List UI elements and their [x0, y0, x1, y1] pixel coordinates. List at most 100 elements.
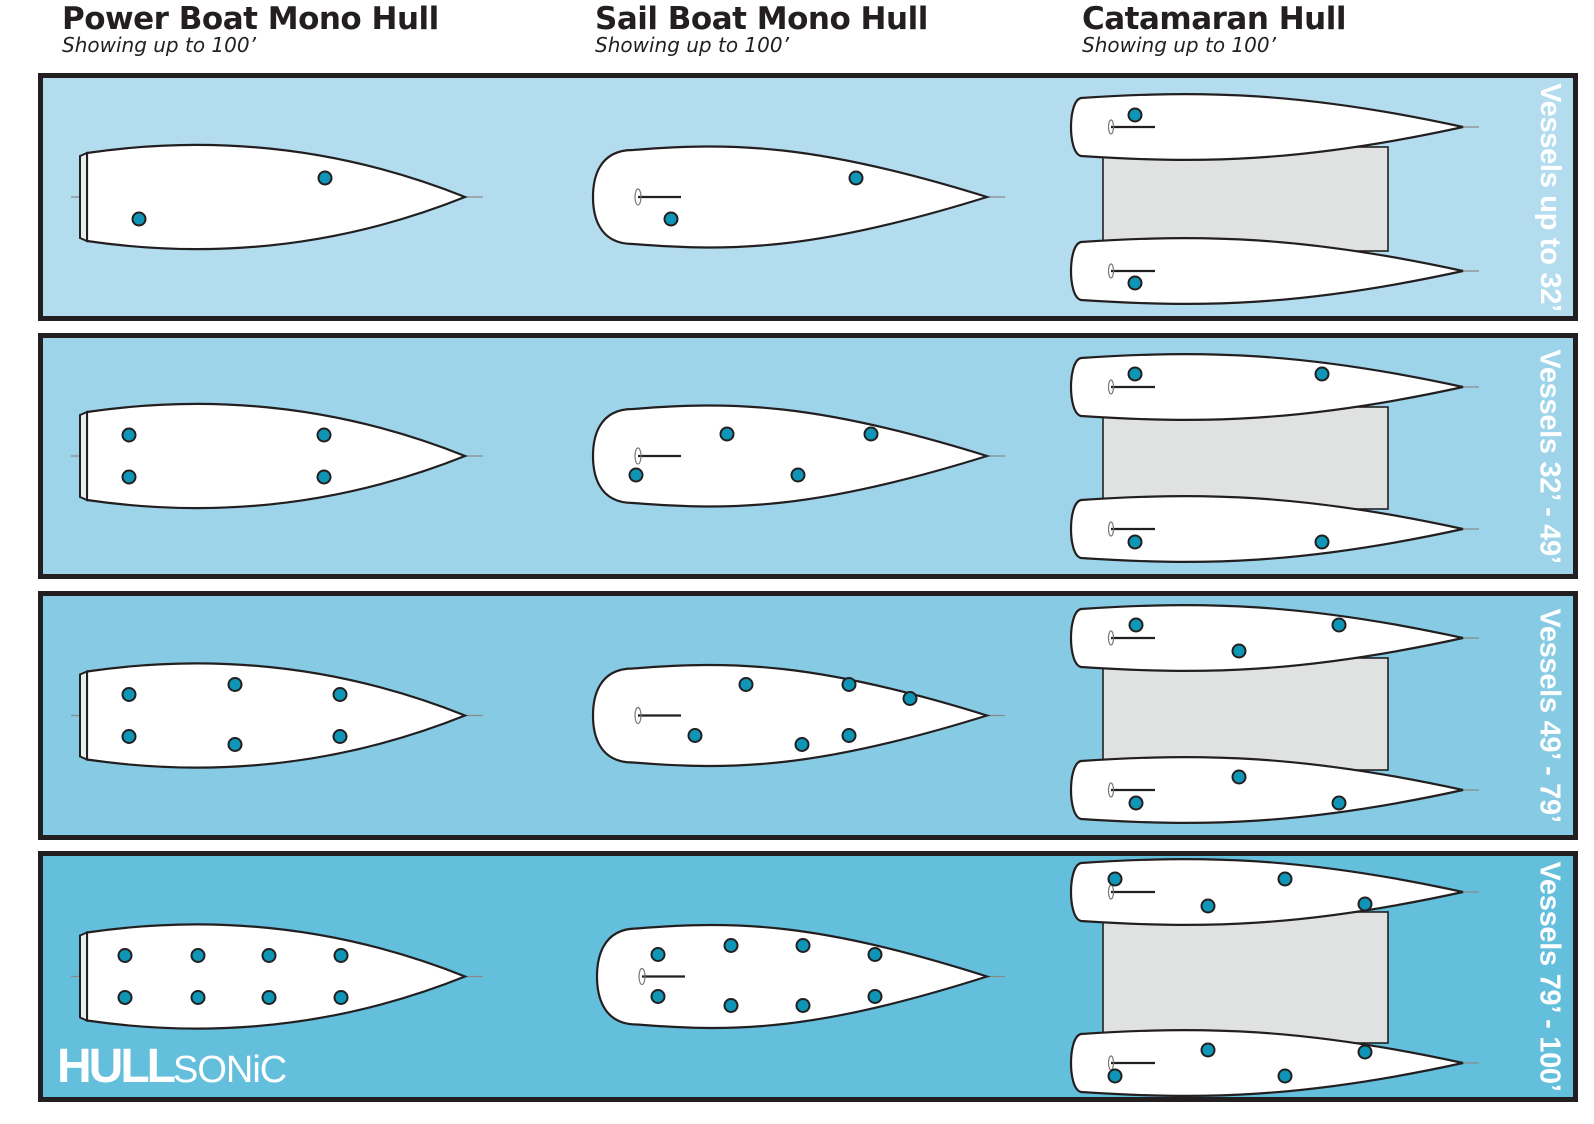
sail-hull-outline	[595, 923, 991, 1030]
catamaran-hull-outline	[1069, 756, 1464, 824]
sensor-dot	[1128, 617, 1144, 633]
bridge-deck	[1102, 146, 1389, 252]
sensor-dot	[719, 426, 735, 442]
bridge-deck	[1102, 911, 1389, 1044]
transom	[79, 151, 88, 243]
rudder	[634, 447, 642, 465]
rudder	[1107, 630, 1115, 646]
sensor-dot	[687, 728, 703, 743]
sensor-dot	[650, 947, 666, 962]
column-title: Power Boat Mono Hull	[62, 1, 439, 37]
column-header-sail-boat: Sail Boat Mono Hull Showing up to 100’	[595, 0, 928, 56]
power-boat-diagram	[71, 402, 483, 510]
sensor-dot	[117, 990, 133, 1005]
column-header-catamaran: Catamaran Hull Showing up to 100’	[1082, 0, 1346, 56]
band-label-text: Vessels 79’ - 100’	[1533, 861, 1566, 1092]
band-drawing	[71, 93, 1479, 305]
band-label-text: Vessels 32’ - 49’	[1533, 348, 1566, 564]
sensor-dot	[1127, 534, 1143, 550]
column-subtitle: Showing up to 100’	[595, 33, 789, 57]
sail-boat-diagram	[591, 663, 1005, 768]
sensor-dot	[261, 948, 277, 963]
rudder	[634, 188, 642, 206]
bridge-deck	[1102, 657, 1389, 771]
sensor-dot	[261, 990, 277, 1005]
band-drawing	[71, 353, 1479, 563]
band-label: Vessels 79’ - 100’	[1521, 856, 1573, 1097]
sail-boat-diagram	[591, 145, 1005, 249]
rudder	[1107, 119, 1115, 135]
hull-diagrams	[71, 353, 1479, 563]
rudder	[1107, 379, 1115, 395]
sensor-dot	[723, 998, 739, 1013]
sensor-dot	[333, 948, 349, 963]
column-subtitle: Showing up to 100’	[1082, 33, 1276, 57]
hull-diagrams	[71, 604, 1479, 824]
sensor-dot	[1107, 871, 1123, 887]
sensor-dot	[121, 427, 137, 443]
column-title: Sail Boat Mono Hull	[595, 1, 928, 37]
sail-hull-outline	[591, 404, 991, 508]
rudder	[1107, 521, 1115, 537]
band-label-text: Vessels 49’ - 79’	[1533, 608, 1566, 823]
sensor-dot	[1107, 1068, 1123, 1084]
sensor-dot	[795, 998, 811, 1013]
sensor-dot	[1331, 795, 1347, 811]
sensor-dot	[790, 467, 806, 483]
sensor-dot	[1277, 871, 1293, 887]
power-hull-outline	[85, 923, 468, 1030]
sensor-dot	[332, 687, 348, 702]
sensor-dot	[190, 948, 206, 963]
catamaran-hull-outline	[1069, 237, 1464, 305]
band-drawing	[71, 858, 1479, 1097]
catamaran-diagram	[1069, 858, 1479, 1097]
power-hull-outline	[85, 143, 468, 251]
rudder	[638, 967, 646, 986]
band-up-to-32: Vessels up to 32’	[38, 73, 1578, 321]
logo-part-2: SONiC	[172, 1049, 287, 1091]
sensor-dot	[628, 467, 644, 483]
sail-boat-diagram	[595, 923, 1005, 1030]
sensor-dot	[121, 687, 137, 702]
band-label: Vessels up to 32’	[1521, 78, 1573, 316]
sensor-dot	[663, 211, 679, 227]
power-boat-diagram	[71, 923, 483, 1030]
band-drawing	[71, 604, 1479, 824]
sensor-dot	[333, 990, 349, 1005]
hull-diagrams	[71, 93, 1479, 305]
band-49-79: Vessels 49’ - 79’	[38, 591, 1578, 840]
sensor-dot	[867, 947, 883, 962]
catamaran-hull-outline	[1069, 495, 1464, 563]
power-hull-outline	[85, 402, 468, 510]
power-boat-diagram	[71, 143, 483, 251]
transom	[79, 669, 88, 762]
band-32-49: Vessels 32’ - 49’	[38, 333, 1578, 579]
sail-boat-diagram	[591, 404, 1005, 508]
transom	[79, 410, 88, 502]
hull-diagrams	[71, 858, 1479, 1097]
catamaran-diagram	[1069, 93, 1479, 305]
sensor-dot	[131, 211, 147, 227]
band-label-text: Vessels up to 32’	[1533, 82, 1566, 312]
sensor-dot	[1127, 275, 1143, 291]
column-header-power-boat: Power Boat Mono Hull Showing up to 100’	[62, 0, 439, 56]
sensor-dot	[863, 426, 879, 442]
sensor-dot	[121, 729, 137, 744]
rudder	[1107, 263, 1115, 279]
band-label: Vessels 49’ - 79’	[1521, 596, 1573, 835]
sensor-dot	[1277, 1068, 1293, 1084]
sensor-dot	[1127, 107, 1143, 123]
hullsonic-logo: HULLSONiC	[57, 1043, 287, 1091]
sensor-dot	[121, 469, 137, 485]
sensor-dot	[1314, 534, 1330, 550]
power-hull-outline	[85, 662, 468, 769]
sensor-dot	[1231, 643, 1247, 659]
sensor-dot	[848, 170, 864, 186]
band-label: Vessels 32’ - 49’	[1521, 338, 1573, 574]
sensor-dot	[738, 677, 754, 692]
sensor-dot	[1128, 795, 1144, 811]
sensor-dot	[1127, 366, 1143, 382]
sensor-dot	[841, 677, 857, 692]
bridge-deck	[1102, 406, 1389, 510]
sensor-dot	[1357, 896, 1373, 912]
